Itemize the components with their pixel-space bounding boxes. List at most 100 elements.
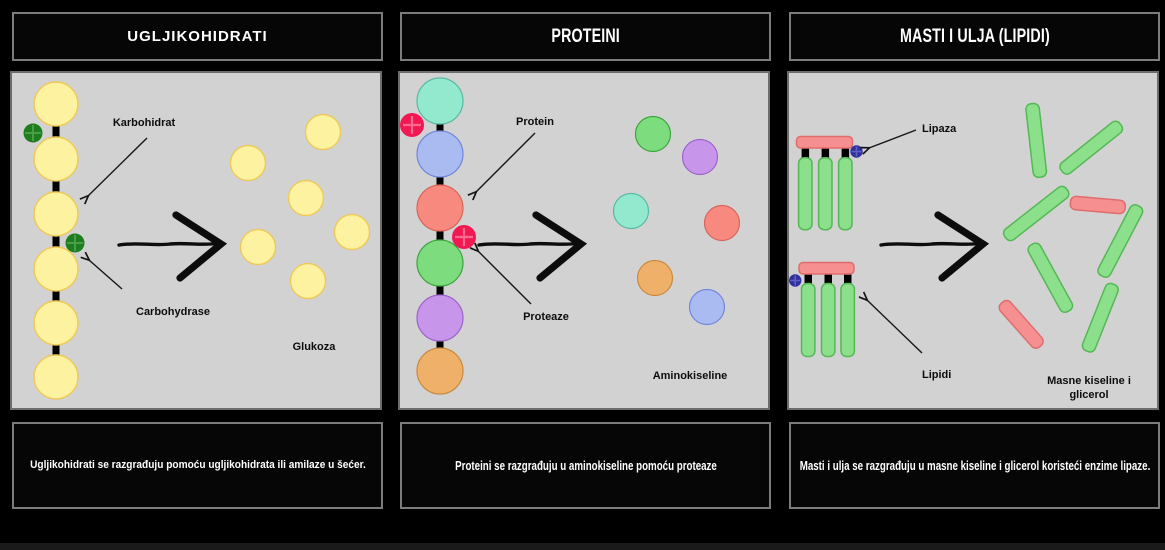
reaction-arrow-icon xyxy=(117,211,228,282)
fatty-acid-and-glycerol-products xyxy=(998,102,1144,353)
glycerol-rod xyxy=(998,299,1044,350)
amino-acid-unit xyxy=(416,239,464,287)
fatty-acid-rod xyxy=(1059,120,1124,175)
amino-acid-molecule xyxy=(681,138,719,176)
carbohydrates-header-box: UGLJIKOHIDRATI xyxy=(12,12,383,61)
reaction-arrow-icon xyxy=(477,211,588,282)
amino-acid-unit xyxy=(416,347,464,395)
carbohydrates-scene: Karbohidrat Carbohydrase Glukoza xyxy=(23,81,371,400)
amino-acid-unit xyxy=(416,130,464,178)
bond xyxy=(804,272,812,285)
bottom-strip xyxy=(0,543,1165,550)
fatty-acid-tail xyxy=(840,282,856,358)
lipase-enzyme-dot xyxy=(789,274,802,287)
carbohydrates-caption: Ugljikohidrati se razgrađuju pomoću uglj… xyxy=(29,459,366,472)
carbohydrates-illustration: Karbohidrat Carbohydrase Glukoza xyxy=(10,71,382,410)
fatty-acid-tail xyxy=(817,156,833,231)
amino-acid-molecule xyxy=(612,192,650,230)
glucose-molecule xyxy=(239,228,277,266)
enzyme-label: Lipaza xyxy=(922,123,957,135)
sugar-unit xyxy=(33,136,79,182)
lipids-header-label: MASTI I ULJA (LIPIDI) xyxy=(899,25,1050,47)
carbohydrase-enzyme-dot xyxy=(23,123,43,143)
product-label-line2: glicerol xyxy=(1069,389,1108,401)
product-label: Glukoza xyxy=(293,341,337,353)
amino-acid-molecules xyxy=(612,115,741,326)
lipase-enzyme-dot xyxy=(850,145,863,158)
chain-connector xyxy=(52,104,60,377)
amino-acid-molecule xyxy=(703,204,741,242)
fatty-acid-tail xyxy=(837,156,853,231)
proteins-header-label: PROTEINI xyxy=(551,25,620,47)
lipids-header-box: MASTI I ULJA (LIPIDI) xyxy=(789,12,1160,61)
carbohydrates-header-label: UGLJIKOHIDRATI xyxy=(127,28,268,45)
glycerol-head xyxy=(798,261,855,275)
triglyceride-molecule xyxy=(795,135,863,231)
enzyme-label: Proteaze xyxy=(523,311,569,323)
bond xyxy=(844,272,852,285)
sugar-unit xyxy=(33,81,79,127)
fatty-acid-tail xyxy=(797,156,813,231)
bond xyxy=(801,146,810,159)
fatty-acid-rod xyxy=(1081,282,1119,353)
glucose-molecules xyxy=(229,113,371,300)
column-lipids: MASTI I ULJA (LIPIDI) xyxy=(777,0,1165,550)
fatty-acid-rod xyxy=(1097,204,1144,278)
fatty-acid-tail xyxy=(820,282,836,358)
protease-enzyme-dot xyxy=(452,225,476,249)
glucose-molecule xyxy=(304,113,342,151)
proteins-caption: Proteini se razgrađuju u aminokiseline p… xyxy=(454,457,717,473)
bond xyxy=(841,146,850,159)
reaction-arrow-icon xyxy=(879,211,990,282)
chain-connector xyxy=(436,101,444,371)
amino-acid-molecule xyxy=(634,115,672,153)
carbohydrates-caption-box: Ugljikohidrati se razgrađuju pomoću uglj… xyxy=(12,422,383,509)
sugar-unit xyxy=(33,354,79,400)
amino-acid-unit xyxy=(416,184,464,232)
amino-acid-molecule xyxy=(636,259,674,297)
substrate-label: Protein xyxy=(516,116,554,128)
fatty-acid-rod xyxy=(1002,185,1070,242)
carbohydrase-enzyme-dot xyxy=(65,233,85,253)
glucose-molecule xyxy=(289,262,327,300)
fatty-acid-tail xyxy=(800,282,816,358)
carbohydrate-chain xyxy=(33,81,79,400)
triglyceride-molecule xyxy=(789,261,856,358)
fatty-acid-rod xyxy=(1027,242,1074,314)
substrate-label: Karbohidrat xyxy=(113,117,176,129)
proteins-scene: Protein Proteaze Aminokiseline xyxy=(400,77,741,395)
product-label-line1: Masne kiseline i xyxy=(1047,375,1131,387)
lipids-scene: Lipaza Lipidi Masne kiseline i glicerol xyxy=(789,102,1144,401)
glycerol-head xyxy=(795,135,854,149)
amino-acid-molecule xyxy=(688,288,726,326)
amino-acid-unit xyxy=(416,294,464,342)
column-carbohydrates: UGLJIKOHIDRATI xyxy=(0,0,388,550)
glucose-molecule xyxy=(229,144,267,182)
glycerol-rod xyxy=(1069,195,1127,215)
glucose-molecule xyxy=(287,179,325,217)
proteins-caption-box: Proteini se razgrađuju u aminokiseline p… xyxy=(400,422,771,509)
lipids-illustration: Lipaza Lipidi Masne kiseline i glicerol xyxy=(787,71,1159,410)
enzyme-label: Carbohydrase xyxy=(136,306,210,318)
enzyme-pointer-arrow xyxy=(89,260,123,290)
bond xyxy=(824,272,832,285)
sugar-unit xyxy=(33,300,79,346)
enzyme-pointer-arrow xyxy=(478,251,532,305)
lipids-caption: Masti i ulja se razgrađuju u masne kisel… xyxy=(799,457,1150,473)
protein-chain xyxy=(416,77,464,395)
protease-enzyme-dot xyxy=(400,113,424,137)
substrate-pointer-arrow xyxy=(867,300,923,354)
sugar-unit xyxy=(33,191,79,237)
column-proteins: PROTEINI xyxy=(388,0,776,550)
substrate-pointer-arrow xyxy=(476,132,536,192)
enzyme-pointer-arrow xyxy=(869,129,917,148)
product-label: Aminokiseline xyxy=(653,370,728,382)
glucose-molecule xyxy=(333,213,371,251)
substrate-pointer-arrow xyxy=(88,137,148,196)
proteins-header-box: PROTEINI xyxy=(400,12,771,61)
amino-acid-unit xyxy=(416,77,464,125)
fatty-acid-rod xyxy=(1025,102,1048,179)
lipids-caption-box: Masti i ulja se razgrađuju u masne kisel… xyxy=(789,422,1160,509)
proteins-illustration: Protein Proteaze Aminokiseline xyxy=(398,71,770,410)
